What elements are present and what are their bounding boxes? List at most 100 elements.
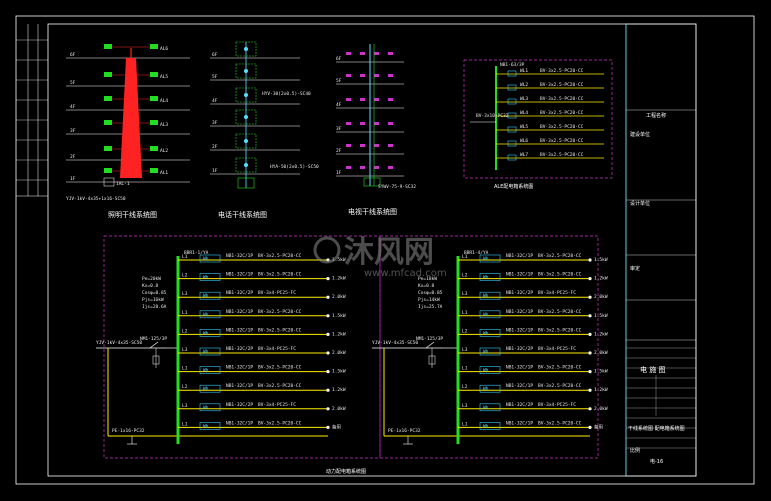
panel-param: Cosφ=0.85: [142, 290, 167, 296]
panel-param: Pe=18kW: [418, 276, 437, 282]
panel-breaker-tag: Wh: [203, 275, 209, 281]
panel-circuit-breaker: NB1-32C/1P: [506, 383, 533, 389]
panel-circuit-load: 备用: [594, 423, 603, 430]
panel-breaker-box: [479, 403, 501, 412]
panel-breaker-box: [479, 254, 501, 263]
panel-circuit-end-icon: [326, 388, 330, 392]
watermark-url: www.mfcad.com: [364, 268, 447, 279]
tv-outlet-icon: [360, 144, 365, 147]
small-panel-circuit-cable: BV-3x2.5-PC20-CC: [540, 68, 584, 74]
panel-circuit-load: 1.5kW: [332, 257, 346, 263]
panel-circuit-id: L3: [462, 403, 468, 409]
tb-sheet-name: 电 施 图: [640, 365, 665, 374]
small-panel-title: ALE配电箱系统图: [494, 183, 533, 190]
small-panel-circuit-id: WL7: [520, 152, 528, 158]
panel-param: Pjs=14kW: [418, 297, 440, 303]
panel-bus-label: BBR1-1/YA: [184, 250, 209, 256]
box-label: AL5: [160, 74, 168, 80]
floor-label: 6F: [336, 56, 342, 62]
panel-breaker-tag: Wh: [203, 349, 209, 355]
lighting-box-right: [150, 168, 158, 173]
tv-outlet-icon: [374, 122, 379, 125]
panel-circuit-cable: BV-3x4-PC25-FC: [538, 402, 576, 408]
tv-riser-title: 电视干线系统图: [348, 207, 397, 216]
panel-circuit-load: 备用: [332, 423, 341, 430]
panel-circuit-breaker: NB1-32C/2P: [226, 346, 253, 352]
panel-breaker-box: [199, 366, 221, 374]
panel-circuit-breaker: NB1-32C/1P: [506, 272, 533, 278]
small-panel-incoming: BV-3x10-PC32: [476, 113, 509, 119]
tb-scale-label: 比例: [630, 447, 640, 454]
panel-circuit-cable: BV-3x2.5-PC20-CC: [538, 253, 582, 259]
panel-circuit-cable: BV-3x2.5-PC20-CC: [258, 327, 302, 333]
telephone-main-box: [237, 177, 255, 189]
panel-circuit-end-icon: [326, 407, 330, 411]
panel-circuit-cable: BV-3x2.5-PC20-CC: [258, 365, 302, 371]
panel-circuit-cable: BV-3x4-PC25-FC: [258, 346, 296, 352]
small-panel-circuit-id: WL5: [520, 124, 528, 130]
panel-ground-label: PE-1x16-PC32: [112, 428, 145, 434]
panel-circuit-cable: BV-3x2.5-PC20-CC: [258, 309, 302, 315]
panel-breaker-tag: Wh: [203, 312, 209, 318]
small-panel-breaker: [507, 98, 517, 105]
panel-circuit-cable: BV-3x4-PC25-FC: [538, 346, 576, 352]
floor-label: 6F: [212, 52, 218, 58]
tv-outlet-icon: [360, 166, 365, 169]
main-box-label: 1AL-1: [116, 181, 130, 187]
panel-breaker-tag: Wh: [203, 386, 209, 392]
panel-breaker-box: [199, 347, 221, 356]
panel-circuit-id: L1: [182, 421, 188, 427]
panel-circuit-breaker: NB1-32C/1P: [226, 309, 253, 315]
tv-outlet-icon: [360, 98, 365, 101]
floor-label: 2F: [212, 144, 218, 150]
panel-circuit-breaker: NB1-32C/1P: [506, 327, 533, 333]
panel-circuit-breaker: NB1-32C/1P: [506, 253, 533, 259]
panel-breaker-box: [479, 329, 501, 337]
right-distribution-panel: YJV-1kV-4x35-SC50NM1-125/3PPe=18kWKx=0.8…: [372, 250, 608, 445]
panel-circuit-breaker: NB1-32C/1P: [506, 420, 533, 426]
panel-circuit-load: 1.5kW: [594, 369, 608, 375]
panel-breaker-tag: Wh: [203, 368, 209, 374]
lighting-box-left: [104, 72, 112, 77]
panel-circuit-load: 2.0kW: [594, 350, 608, 356]
panel-breaker-box: [199, 291, 221, 300]
small-panel-circuit-id: WL1: [520, 68, 528, 74]
panel-circuit-cable: BV-3x4-PC25-FC: [538, 290, 576, 296]
floor-label: 5F: [336, 78, 342, 84]
tv-outlet-icon: [388, 166, 393, 169]
panel-circuit-end-icon: [588, 351, 592, 355]
floor-label: 5F: [70, 80, 76, 86]
panel-circuit-breaker: NB1-32C/2P: [506, 346, 533, 352]
panel-param: Ijs=28.6A: [142, 304, 167, 310]
lighting-box-right: [150, 96, 158, 101]
panel-breaker-tag: Wh: [203, 293, 209, 299]
panel-breaker-box: [199, 384, 221, 393]
panel-circuit-load: 2.0kW: [332, 350, 346, 356]
binding-strip: [16, 24, 48, 197]
panel-circuit-end-icon: [326, 277, 330, 281]
outer-frame: [15, 15, 755, 485]
floor-label: 2F: [336, 148, 342, 154]
panel-circuit-load: 1.5kW: [332, 313, 346, 319]
small-panel-breaker: [507, 112, 517, 119]
panel-breaker-tag: Wh: [483, 293, 489, 299]
panel-breaker-tag: Wh: [483, 405, 489, 411]
panel-breaker-tag: Wh: [483, 256, 489, 262]
panel-breaker-tag: Wh: [203, 256, 209, 262]
floor-label: 1F: [336, 170, 342, 176]
panel-param: Kx=0.8: [418, 283, 435, 289]
panel-circuit-id: L2: [182, 273, 188, 279]
panel-breaker-box: [479, 291, 501, 300]
lighting-riser-title: 照明干线系统图: [108, 210, 157, 219]
small-panel-circuit-cable: BV-3x2.5-PC20-CC: [540, 82, 584, 88]
telephone-cable-label: HYV-30(2x0.5)-SC40: [262, 91, 311, 97]
panel-breaker-box: [479, 273, 501, 281]
lighting-box-left: [104, 44, 112, 49]
panel-circuit-load: 2.0kW: [594, 406, 608, 412]
tv-outlet-icon: [388, 98, 393, 101]
tv-amplifier-box: [363, 177, 381, 187]
tv-outlet-icon: [360, 74, 365, 77]
tv-outlet-icon: [388, 52, 393, 55]
